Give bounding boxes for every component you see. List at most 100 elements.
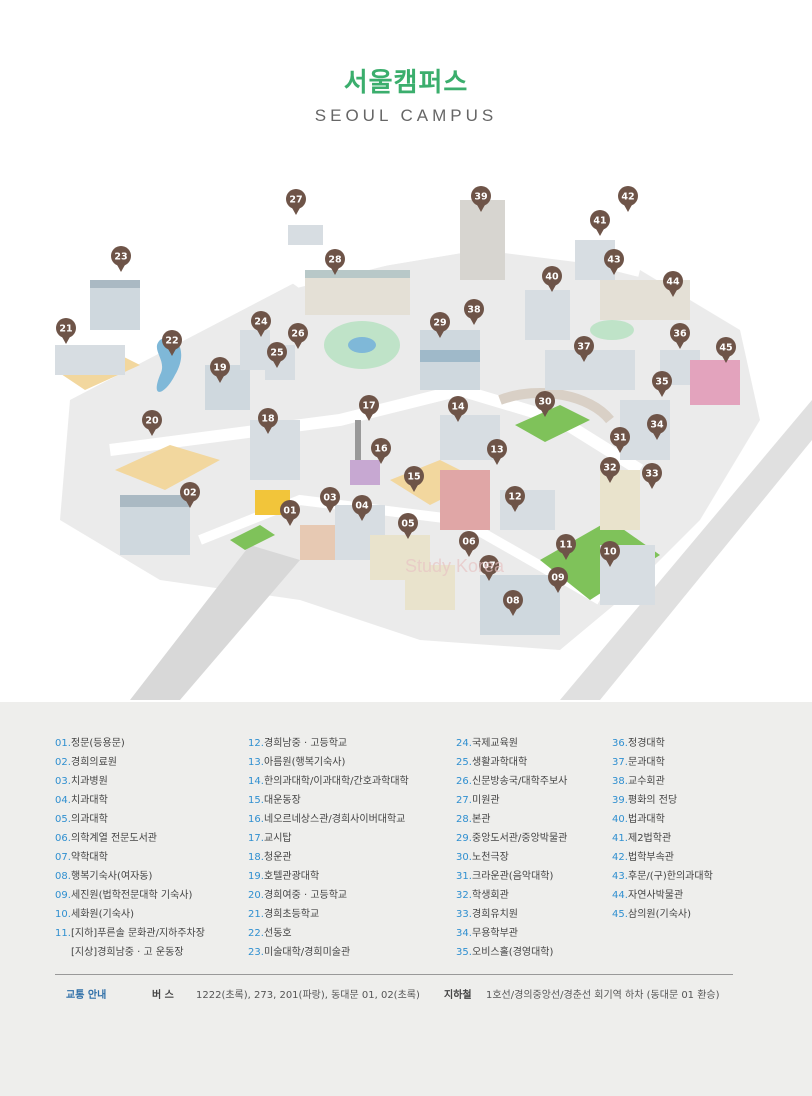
legend-item: 30노천극장 bbox=[456, 848, 567, 867]
map-pin-label: 33 bbox=[645, 469, 658, 480]
map-pin[interactable]: 37 bbox=[574, 336, 594, 362]
legend-item-label: 세화원(기숙사) bbox=[71, 909, 135, 920]
legend-item-label: 경희여중 · 고등학교 bbox=[264, 890, 348, 901]
map-pin[interactable]: 41 bbox=[590, 210, 610, 236]
legend-item-label: 치과대학 bbox=[71, 795, 108, 806]
map-pin[interactable]: 18 bbox=[258, 408, 278, 434]
map-pin-marker bbox=[111, 246, 131, 266]
map-pin[interactable]: 44 bbox=[663, 271, 683, 297]
map-pin[interactable]: 34 bbox=[647, 414, 667, 440]
map-pin[interactable]: 14 bbox=[448, 396, 468, 422]
map-pin-label: 06 bbox=[462, 537, 476, 548]
legend-item: 43후문/(구)한의과대학 bbox=[612, 867, 713, 886]
map-pin[interactable]: 43 bbox=[604, 249, 624, 275]
map-pin[interactable]: 32 bbox=[600, 457, 620, 483]
map-pin[interactable]: 15 bbox=[404, 466, 424, 492]
map-pin-label: 07 bbox=[482, 561, 495, 572]
map-pin[interactable]: 27 bbox=[286, 189, 306, 215]
map-pin[interactable]: 05 bbox=[398, 513, 418, 539]
map-pin-marker bbox=[359, 395, 379, 415]
map-pin[interactable]: 06 bbox=[459, 531, 479, 557]
map-pin[interactable]: 03 bbox=[320, 487, 340, 513]
map-pin[interactable]: 09 bbox=[548, 567, 568, 593]
map-pin-marker bbox=[404, 466, 424, 486]
map-pin-label: 42 bbox=[621, 192, 634, 203]
legend-item: 26신문방송국/대학주보사 bbox=[456, 772, 567, 791]
map-pin[interactable]: 07 bbox=[479, 555, 499, 581]
map-pin[interactable]: 17 bbox=[359, 395, 379, 421]
legend-item: 22선동호 bbox=[248, 924, 409, 943]
map-pin-label: 19 bbox=[213, 363, 226, 374]
map-pin[interactable]: 30 bbox=[535, 391, 555, 417]
map-pin[interactable]: 29 bbox=[430, 312, 450, 338]
map-pin-label: 18 bbox=[261, 414, 275, 425]
map-pin[interactable]: 22 bbox=[162, 330, 182, 356]
map-pin[interactable]: 12 bbox=[505, 486, 525, 512]
legend-item: 27미원관 bbox=[456, 791, 567, 810]
legend-item-label: 경희유치원 bbox=[472, 909, 518, 920]
map-pins[interactable]: 01 02 03 04 05 06 07 08 09 10 11 12 13 14 15 16 17 18 19 20… bbox=[56, 186, 736, 616]
legend-item-number: 44 bbox=[612, 886, 628, 905]
map-pin[interactable]: 02 bbox=[180, 482, 200, 508]
campus-map[interactable]: 01 02 03 04 05 06 07 08 09 10 11 12 13 14 15 16 17 18 19 20… bbox=[0, 170, 812, 700]
map-pin-marker bbox=[288, 323, 308, 343]
map-pin[interactable]: 45 bbox=[716, 337, 736, 363]
map-pin-marker bbox=[142, 410, 162, 430]
map-pin[interactable]: 33 bbox=[642, 463, 662, 489]
map-pin-label: 15 bbox=[407, 472, 420, 483]
map-pin[interactable]: 36 bbox=[670, 323, 690, 349]
map-pin-marker bbox=[398, 513, 418, 533]
map-pin[interactable]: 21 bbox=[56, 318, 76, 344]
legend-item-label: 교수회관 bbox=[628, 776, 665, 787]
map-pin-marker bbox=[210, 357, 230, 377]
map-pin[interactable]: 04 bbox=[352, 495, 372, 521]
map-pin[interactable]: 24 bbox=[251, 311, 271, 337]
map-pin[interactable]: 13 bbox=[487, 439, 507, 465]
map-pin[interactable]: 38 bbox=[464, 299, 484, 325]
map-pin-marker bbox=[600, 541, 620, 561]
map-pin[interactable]: 19 bbox=[210, 357, 230, 383]
map-pin-label: 30 bbox=[538, 397, 552, 408]
map-pin-marker bbox=[535, 391, 555, 411]
map-pin[interactable]: 11 bbox=[556, 534, 576, 560]
legend-item-label: 대운동장 bbox=[264, 795, 301, 806]
map-pin-label: 27 bbox=[289, 195, 302, 206]
legend-item-label: 네오르네상스관/경희사이버대학교 bbox=[264, 814, 406, 825]
map-pin[interactable]: 16 bbox=[371, 438, 391, 464]
legend-item: 45삼의원(기숙사) bbox=[612, 905, 713, 924]
legend-item: 42법학부속관 bbox=[612, 848, 713, 867]
map-pin[interactable]: 20 bbox=[142, 410, 162, 436]
legend-item-number: 35 bbox=[456, 943, 472, 962]
map-pin-marker bbox=[56, 318, 76, 338]
legend-item-number: 13 bbox=[248, 753, 264, 772]
legend-item-label: 학생회관 bbox=[472, 890, 509, 901]
map-pin[interactable]: 08 bbox=[503, 590, 523, 616]
legend-item: 02경희의료원 bbox=[55, 753, 205, 772]
map-pin[interactable]: 23 bbox=[111, 246, 131, 272]
map-pin[interactable]: 26 bbox=[288, 323, 308, 349]
map-pin-label: 40 bbox=[545, 272, 559, 283]
map-pin[interactable]: 39 bbox=[471, 186, 491, 212]
map-pin-marker bbox=[479, 555, 499, 575]
map-pin[interactable]: 28 bbox=[325, 249, 345, 275]
legend-item-number: 03 bbox=[55, 772, 71, 791]
legend-item-number: 11 bbox=[55, 924, 71, 962]
legend-panel: 01정문(등용문)02경희의료원03치과병원04치과대학05의과대학06의학계열… bbox=[0, 702, 812, 1096]
legend-item-label: 경희의료원 bbox=[71, 757, 117, 768]
map-pin[interactable]: 35 bbox=[652, 371, 672, 397]
map-pin-label: 45 bbox=[719, 343, 732, 354]
map-pin-marker bbox=[548, 567, 568, 587]
legend-item-label: 후문/(구)한의과대학 bbox=[628, 871, 713, 882]
map-pin-label: 28 bbox=[328, 255, 342, 266]
legend-item: 06의학계열 전문도서관 bbox=[55, 829, 205, 848]
map-pin[interactable]: 25 bbox=[267, 342, 287, 368]
map-pin[interactable]: 31 bbox=[610, 427, 630, 453]
legend-item: 13아름원(행복기숙사) bbox=[248, 753, 409, 772]
map-pin[interactable]: 42 bbox=[618, 186, 638, 212]
legend-item-label: 노천극장 bbox=[472, 852, 509, 863]
map-pin[interactable]: 10 bbox=[600, 541, 620, 567]
legend-item-label-line2: [지상]경희남중 · 고 운동장 bbox=[71, 947, 184, 958]
map-pin[interactable]: 40 bbox=[542, 266, 562, 292]
map-pin[interactable]: 01 bbox=[280, 500, 300, 526]
map-pin-marker bbox=[464, 299, 484, 319]
